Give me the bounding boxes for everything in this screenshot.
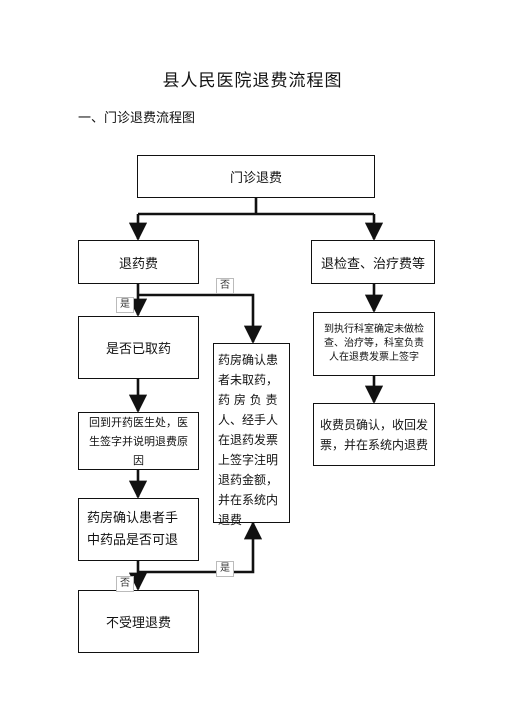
node-text: 药房确认患者未取药，药 房 负 责人、经手人在退药发票上签字注明退药金额，并在系… — [218, 353, 279, 527]
label-yes-bottom: 是 — [216, 561, 234, 577]
node-text: 是否已取药 — [105, 342, 171, 357]
label-yes-top: 是 — [116, 297, 134, 313]
node-drug-taken-check: 是否已取药 — [78, 316, 199, 379]
label-no-top: 否 — [216, 278, 234, 294]
node-text: 门诊退费 — [229, 171, 282, 186]
label-no-bottom: 否 — [116, 576, 134, 592]
node-text: 到执行科室确定未做检查、治疗等，科室负责人在退费发票上签字 — [324, 324, 424, 363]
node-pharmacy-confirm-not-taken: 药房确认患者未取药，药 房 负 责人、经手人在退药发票上签字注明退药金额，并在系… — [213, 343, 290, 527]
page-title: 县人民医院退费流程图 — [162, 71, 343, 91]
node-text: 回到开药医生处，医生签字并说明退费原因 — [89, 415, 188, 467]
node-outpatient-refund: 门诊退费 — [137, 155, 375, 198]
node-drug-refund: 退药费 — [78, 240, 199, 284]
node-dept-confirm: 到执行科室确定未做检查、治疗等，科室负责人在退费发票上签字 — [313, 312, 435, 376]
node-not-accepted: 不受理退费 — [78, 590, 199, 653]
node-cashier-confirm: 收费员确认，收回发票，并在系统内退费 — [313, 403, 435, 466]
node-text: 药房确认患者手中药品是否可退 — [87, 510, 179, 548]
section-heading: 一、门诊退费流程图 — [78, 111, 196, 126]
node-text: 收费员确认，收回发票，并在系统内退费 — [320, 417, 429, 452]
node-return-doctor: 回到开药医生处，医生签字并说明退费原因 — [78, 412, 199, 470]
node-exam-refund: 退检查、治疗费等 — [311, 240, 435, 284]
node-text: 不受理退费 — [105, 616, 171, 631]
node-text: 退药费 — [118, 256, 158, 272]
node-text: 退检查、治疗费等 — [320, 256, 425, 272]
node-pharmacy-check-returnable: 药房确认患者手中药品是否可退 — [78, 498, 199, 561]
